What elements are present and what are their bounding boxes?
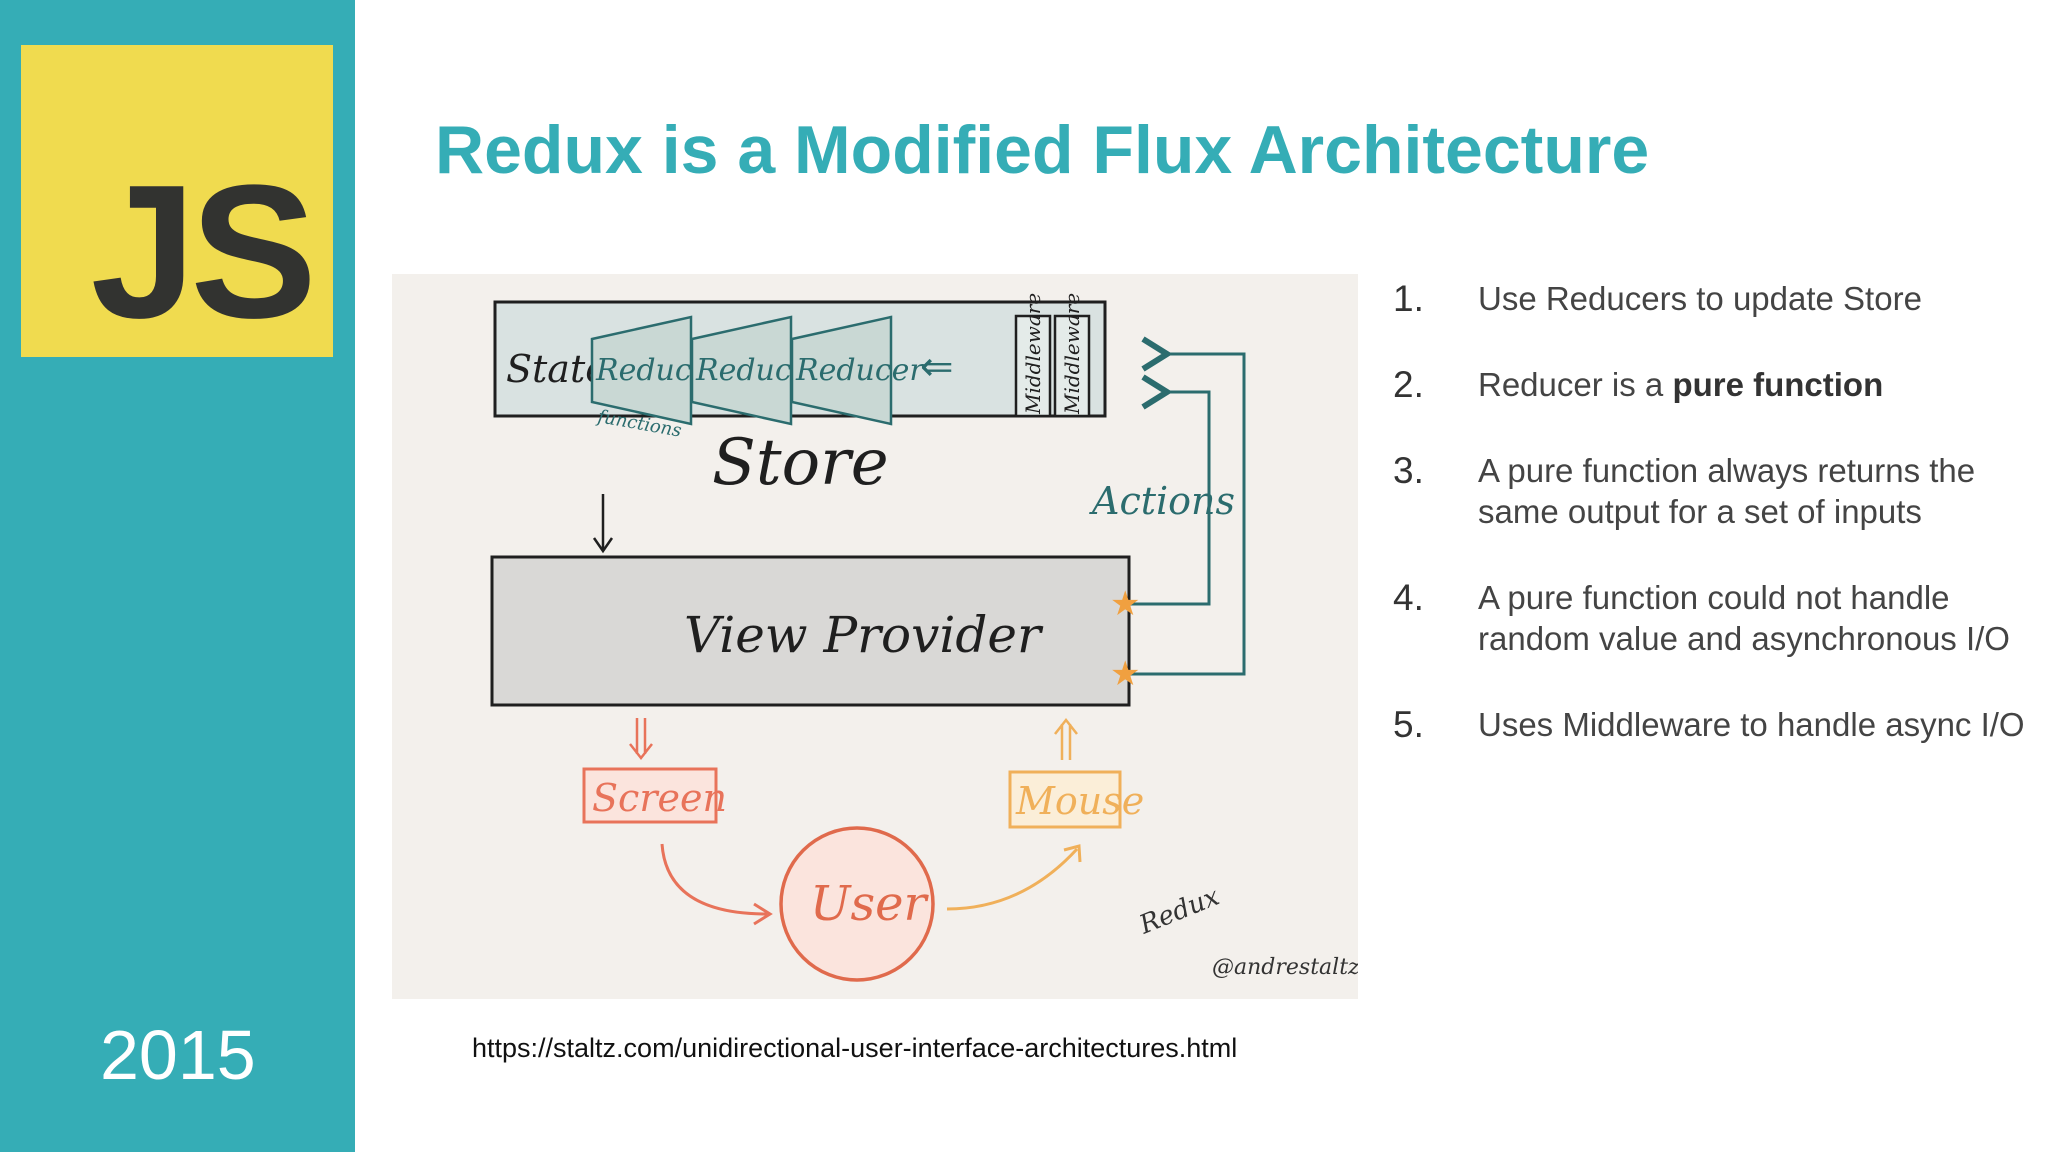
middleware-label-1: Middleware	[1021, 293, 1045, 415]
list-number: 2.	[1393, 364, 1424, 405]
star-icon-1: ★	[1110, 584, 1140, 624]
list-item: 2. Reducer is a pure function	[1393, 364, 2033, 405]
star-icon-2: ★	[1110, 654, 1140, 694]
js-logo-text: JS	[90, 146, 317, 358]
middleware-label-2: Middleware	[1060, 293, 1084, 415]
mouse-up-arrow	[1054, 717, 1078, 760]
list-bold-text: pure function	[1672, 366, 1884, 403]
reducer-shape-1	[590, 315, 693, 426]
slide-title: Redux is a Modified Flux Architecture	[435, 112, 1650, 188]
reducer-label-3: Reducer	[795, 353, 925, 388]
list-text: Uses Middleware to handle async I/O	[1478, 706, 2025, 743]
action-arrow-2	[1129, 336, 1246, 676]
list-number: 1.	[1393, 278, 1424, 319]
list-item: 5. Uses Middleware to handle async I/O	[1393, 704, 2033, 745]
action-arrow-1	[1129, 374, 1211, 606]
middleware-box-1	[1014, 314, 1052, 418]
list-item: 1. Use Reducers to update Store	[1393, 278, 2033, 319]
list-text: A pure function always returns the same …	[1478, 452, 1976, 530]
mouse-box	[1008, 770, 1122, 829]
view-provider-label: View Provider	[684, 606, 1044, 664]
list-text: A pure function could not handle random …	[1478, 579, 2010, 657]
middleware-box-2	[1053, 314, 1091, 418]
author-handle: @andrestaltz	[1212, 955, 1358, 980]
mouse-label: Mouse	[1015, 779, 1144, 823]
user-label: User	[810, 876, 929, 932]
list-text: Use Reducers to update Store	[1478, 280, 1922, 317]
list-number: 4.	[1393, 577, 1424, 618]
js-logo: JS	[21, 45, 333, 357]
key-points-list: 1. Use Reducers to update Store 2. Reduc…	[1393, 278, 2033, 790]
list-number: 3.	[1393, 450, 1424, 491]
double-arrow-icon: ⇐	[920, 344, 954, 390]
actions-label: Actions	[1089, 479, 1235, 523]
screen-down-arrow	[629, 718, 653, 761]
store-label: Store	[712, 426, 889, 500]
source-url: https://staltz.com/unidirectional-user-i…	[472, 1033, 1238, 1063]
user-to-mouse-arrowhead	[1063, 844, 1082, 863]
user-circle	[779, 826, 935, 982]
list-text: Reducer is a	[1478, 366, 1673, 403]
reducer-shape-3	[790, 315, 893, 426]
list-item: 4. A pure function could not handle rand…	[1393, 577, 2033, 659]
screen-to-user-arrow	[660, 843, 768, 916]
reducer-shape-2	[690, 315, 793, 426]
signature-redux: Redux	[1134, 881, 1223, 940]
view-provider-box	[490, 555, 1131, 707]
screen-box	[582, 767, 718, 824]
screen-label: Screen	[592, 776, 727, 820]
list-number: 5.	[1393, 704, 1424, 745]
store-down-arrowhead	[592, 537, 614, 554]
user-to-mouse-arrow	[946, 847, 1079, 911]
list-item: 3. A pure function always returns the sa…	[1393, 450, 2033, 532]
year-label: 2015	[100, 1016, 256, 1094]
sidebar: JS 2015	[0, 0, 355, 1152]
screen-to-user-arrowhead	[753, 902, 773, 926]
redux-diagram: State Reducer Reducer Reducer functions …	[392, 274, 1358, 999]
